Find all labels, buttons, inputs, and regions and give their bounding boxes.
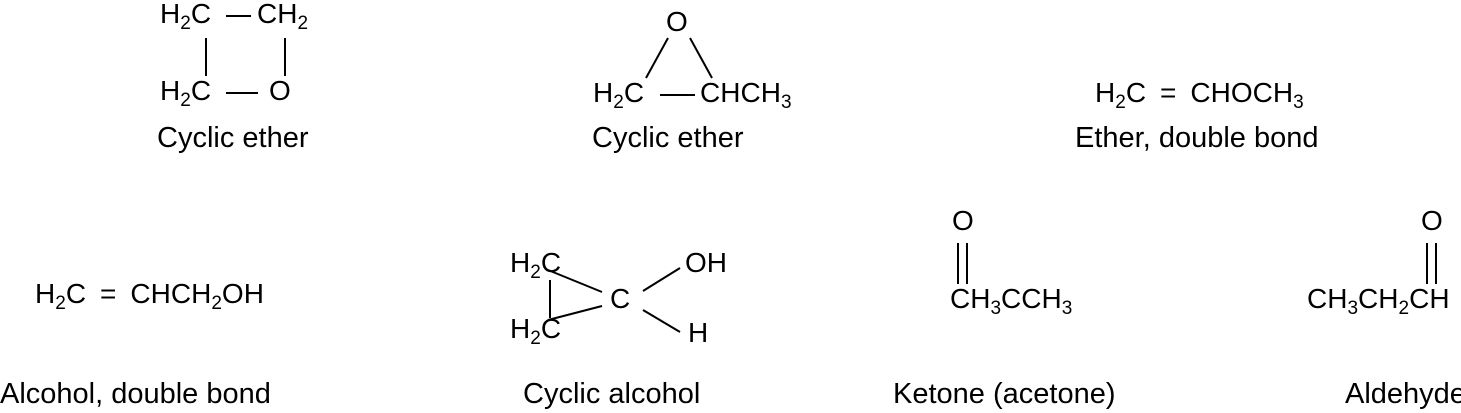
label-cyclic-alcohol: Cyclic alcohol <box>523 378 701 410</box>
atom-oxygen: O <box>666 6 688 37</box>
subscript: 3 <box>1347 298 1359 319</box>
subscript: 2 <box>180 90 191 111</box>
subscript: 3 <box>990 298 1002 319</box>
atom-ch2: CH2 <box>257 0 309 34</box>
atom-oxygen: O <box>952 205 974 236</box>
atom-h2c: H2C <box>593 77 645 113</box>
bond <box>645 37 669 79</box>
subscript: 2 <box>1115 92 1126 113</box>
bond <box>689 37 713 79</box>
subscript: 2 <box>530 262 541 283</box>
atom-oxygen: O <box>269 75 291 106</box>
atom-chch3: CHCH3 <box>700 77 792 113</box>
formula-acetone: CH3CCH3 <box>950 283 1073 319</box>
subscript: 2 <box>613 92 624 113</box>
label-cyclic-ether: Cyclic ether <box>592 122 744 154</box>
subscript: 2 <box>530 328 541 349</box>
atom-oxygen: O <box>1421 205 1443 236</box>
subscript: 2 <box>55 293 66 314</box>
atom-oh: OH <box>685 247 728 278</box>
bond <box>642 267 681 292</box>
bond <box>642 309 681 333</box>
bond <box>547 305 603 321</box>
subscript: 2 <box>211 293 222 314</box>
subscript: 3 <box>1061 298 1073 319</box>
atom-carbon: C <box>610 283 631 314</box>
label-cyclic-ether: Cyclic ether <box>157 122 309 154</box>
label-alcohol-double-bond: Alcohol, double bond <box>0 378 271 410</box>
atom-h2c: H2C <box>510 313 562 349</box>
atom-h2c: H2C <box>160 0 212 34</box>
formula-vinyl-ether: H2C = CHOCH3 <box>1095 77 1304 113</box>
subscript: 2 <box>297 13 309 34</box>
subscript: 2 <box>180 13 191 34</box>
subscript: 2 <box>1398 298 1410 319</box>
formula-propanal: CH3CH2CH <box>1307 283 1450 319</box>
formula-allyl-alcohol: H2C = CHCH2OH <box>35 278 264 314</box>
label-aldehyde: Aldehyde <box>1345 378 1461 410</box>
atom-hydrogen: H <box>688 317 709 348</box>
atom-h2c: H2C <box>160 75 212 111</box>
atom-h2c: H2C <box>510 247 562 283</box>
label-ether-double-bond: Ether, double bond <box>1075 122 1319 154</box>
bond <box>547 269 603 293</box>
label-ketone: Ketone (acetone) <box>893 378 1116 410</box>
subscript: 3 <box>1293 92 1304 113</box>
subscript: 3 <box>780 92 792 113</box>
